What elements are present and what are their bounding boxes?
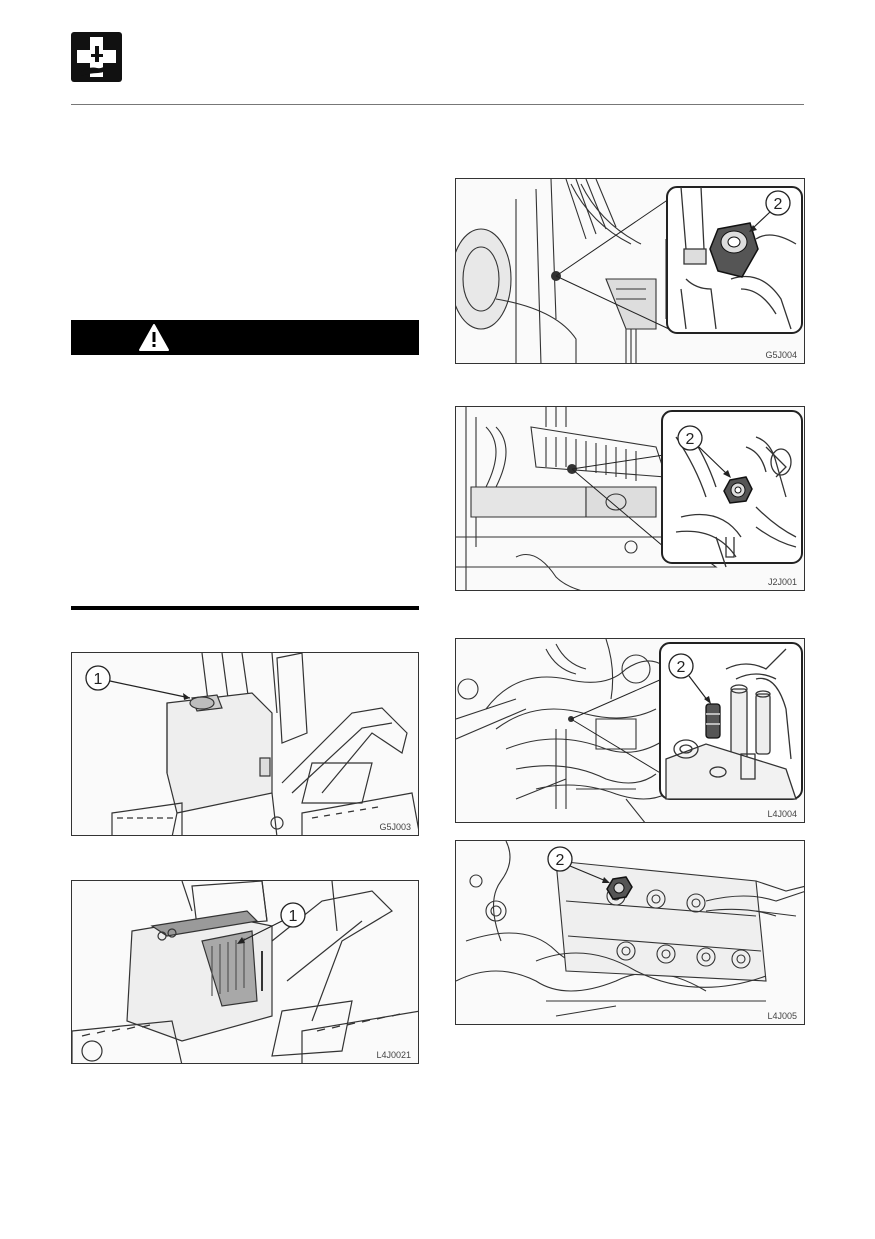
figure-code: L4J0021 [375, 1050, 412, 1060]
figure-l4j004: 2 L4J004 [455, 638, 805, 823]
figure-code: G5J004 [764, 350, 798, 360]
header-rule [71, 104, 804, 105]
callout-number: 2 [774, 196, 783, 213]
callout-number: 2 [556, 852, 565, 869]
figure-l4j005: 2 L4J005 [455, 840, 805, 1025]
figure-g5j003: 1 G5J003 [71, 652, 419, 836]
engine-bleed-plug-illustration: 2 [456, 407, 803, 590]
figure-code: G5J003 [378, 822, 412, 832]
engine-bleed-plug-illustration: 2 [456, 639, 803, 822]
figure-code: L4J005 [766, 1011, 798, 1021]
warning-triangle-icon [139, 324, 169, 351]
figure-code: J2J001 [766, 577, 798, 587]
excavator-tank-illustration: 1 [85, 653, 418, 835]
callout-number: 1 [94, 671, 103, 688]
callout-number: 2 [677, 659, 686, 676]
callout-number: 1 [289, 908, 298, 925]
callout-number: 2 [686, 431, 695, 448]
figure-l4j0021: 1 L4J0021 [71, 880, 419, 1064]
figure-code: L4J004 [766, 809, 798, 819]
figure-g5j004: 2 G5J004 [455, 178, 805, 364]
control-valve-illustration: 2 [456, 841, 804, 1017]
excavator-cover-illustration: 1 [72, 881, 418, 1063]
first-aid-maintenance-icon [71, 32, 122, 82]
section-rule [71, 606, 419, 610]
figure-j2j001: 2 J2J001 [455, 406, 805, 591]
warning-banner [71, 320, 419, 355]
engine-bleed-plug-illustration: 2 [456, 179, 803, 363]
